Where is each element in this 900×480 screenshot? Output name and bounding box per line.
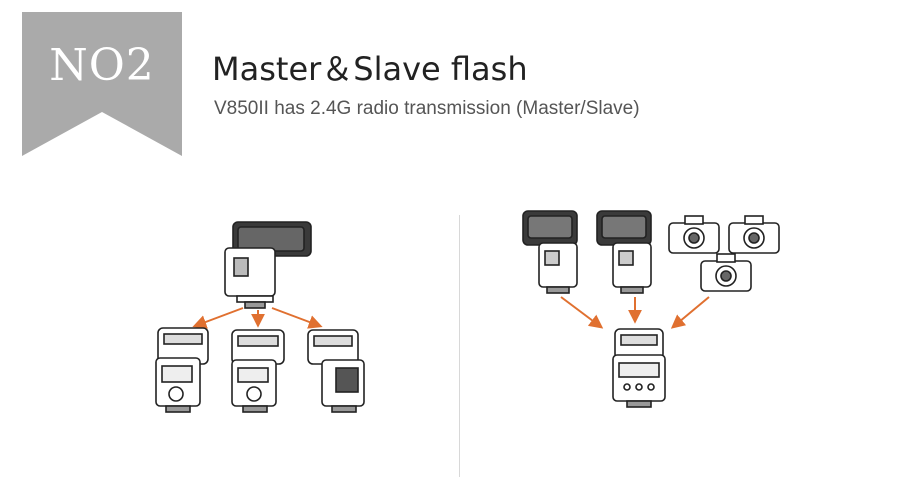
camera-icon	[700, 253, 752, 292]
badge-number: NO2	[49, 40, 155, 91]
master-flash-icon	[522, 210, 578, 294]
camera-icon	[668, 215, 720, 254]
master-flash-icon	[224, 221, 312, 309]
master-to-slaves-illustration	[155, 221, 365, 413]
page-title: Master＆Slave flash	[212, 50, 528, 88]
signal-arrows	[192, 307, 323, 329]
signal-arrows	[560, 296, 710, 329]
slave-flash-icon	[155, 327, 209, 413]
page-subtitle: V850II has 2.4G radio transmission (Mast…	[214, 98, 640, 119]
number-badge: NO2	[22, 12, 182, 156]
bookmark-ribbon-icon	[22, 12, 182, 156]
slave-flash-icon	[307, 329, 365, 413]
slave-flash-icon	[231, 329, 285, 413]
slave-flash-icon	[612, 328, 666, 408]
masters-to-slave-illustration	[522, 210, 780, 408]
master-flash-icon	[596, 210, 652, 294]
section-divider	[459, 215, 460, 477]
camera-icon	[728, 215, 780, 254]
